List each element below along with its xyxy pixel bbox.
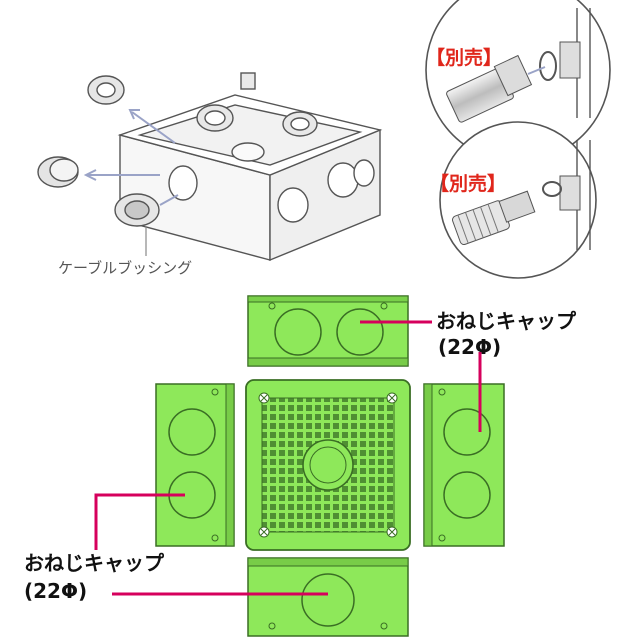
sold-separately-label-top: 【別売】 bbox=[426, 46, 502, 69]
top-panel-hole-1 bbox=[274, 308, 322, 356]
sold-separately-label-bottom: 【別売】 bbox=[430, 172, 506, 195]
side-panel-bottom bbox=[247, 557, 409, 637]
assembly-arrows bbox=[83, 109, 179, 206]
screw-cap-size-left: (22Φ) bbox=[24, 579, 87, 603]
side-panel-top bbox=[247, 295, 409, 367]
o-ring-bottom bbox=[542, 181, 562, 197]
cable-bushing-label: ケーブルブッシング bbox=[58, 259, 192, 277]
front-hole-1 bbox=[168, 165, 198, 201]
left-panel-hole-1 bbox=[168, 408, 216, 456]
box-base-center bbox=[245, 379, 411, 551]
bottom-panel-hole bbox=[301, 573, 355, 627]
right-panel-hole-1 bbox=[443, 408, 491, 456]
inset-top bbox=[425, 0, 611, 163]
side-panel-left bbox=[155, 383, 235, 547]
inset-bottom bbox=[439, 121, 597, 279]
wall-fitting-bottom bbox=[559, 175, 581, 211]
box-isometric-view bbox=[37, 72, 383, 262]
top-panel-hole-2 bbox=[336, 308, 384, 356]
screw-cap-label-right: おねじキャップ bbox=[436, 309, 577, 333]
side-panel-right bbox=[423, 383, 505, 547]
leader-left-panel bbox=[94, 493, 185, 550]
o-ring-top bbox=[539, 51, 557, 81]
right-panel-hole-2 bbox=[443, 471, 491, 519]
right-hole-1 bbox=[277, 187, 309, 223]
wall-fitting-top bbox=[559, 41, 581, 79]
right-hole-3 bbox=[353, 159, 375, 187]
right-hole-2 bbox=[327, 162, 359, 198]
screw-cap-size-right: (22Φ) bbox=[438, 335, 501, 359]
base-screws bbox=[258, 392, 398, 538]
box-floor-knockout bbox=[231, 142, 265, 162]
rim-nut bbox=[240, 72, 256, 90]
leader-lines bbox=[94, 320, 482, 596]
screw-cap-label-left: おねじキャップ bbox=[24, 551, 165, 575]
